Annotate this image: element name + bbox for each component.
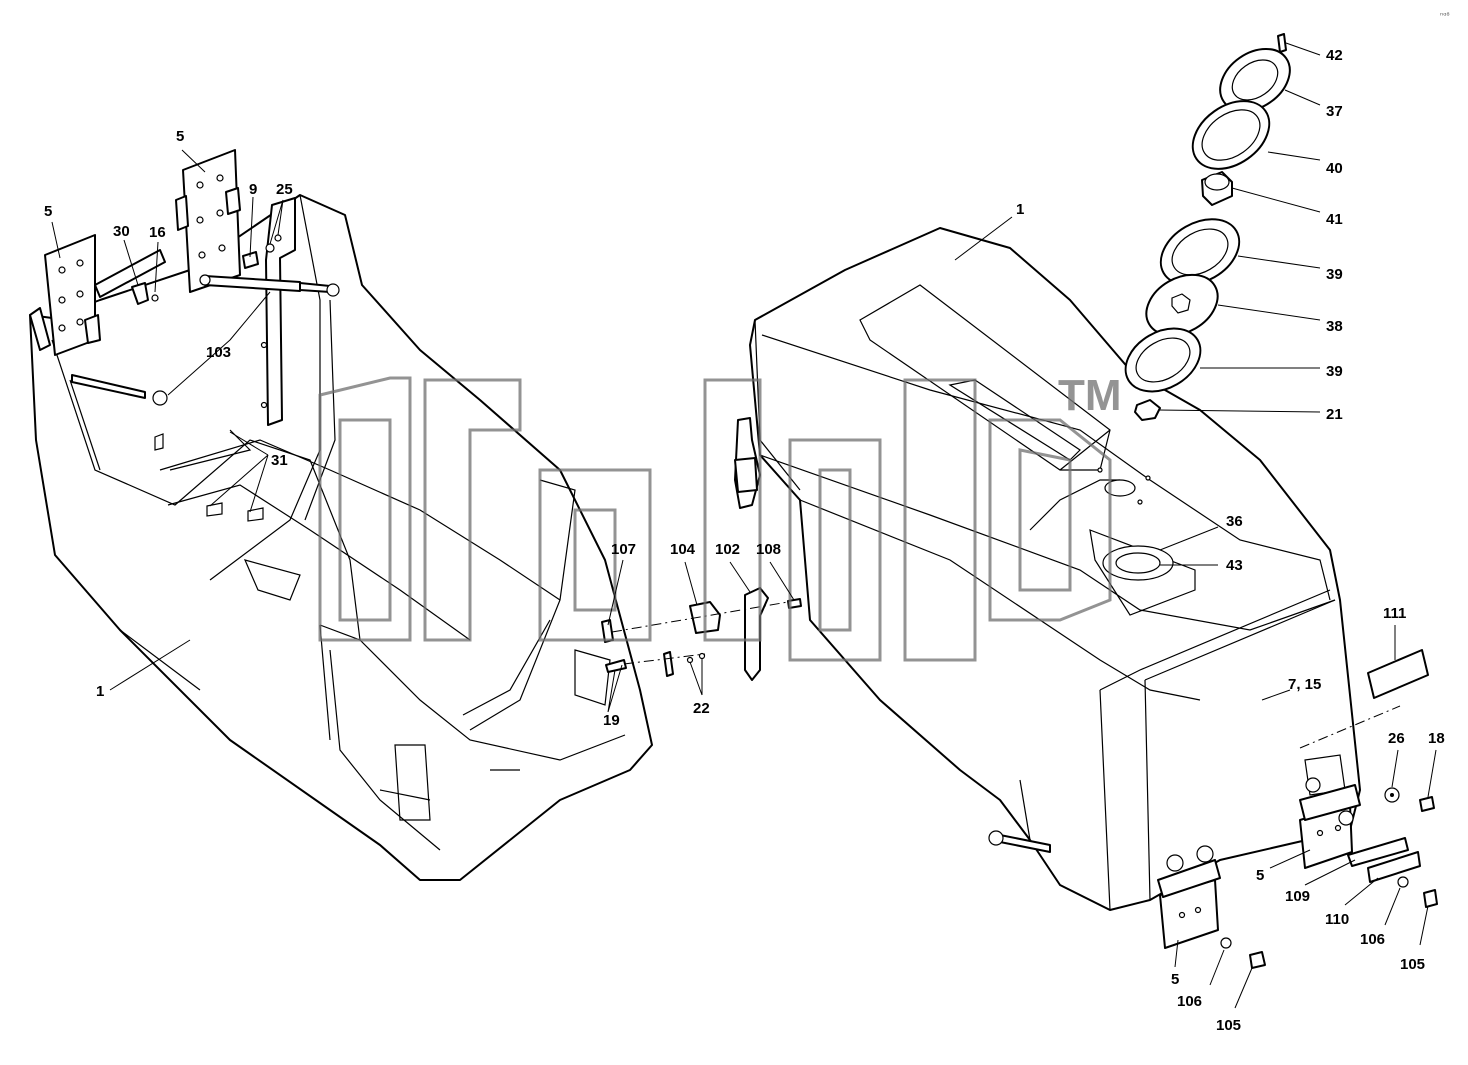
callout-30: 30 [113,223,130,240]
callout-22: 22 [693,700,710,717]
shim-110 [1367,851,1421,883]
washer-25 [265,243,275,253]
callout-26: 26 [1388,730,1405,747]
gas-strut-103 [71,274,340,406]
callout-43: 43 [1226,557,1243,574]
callout-21: 21 [1326,406,1343,423]
callout-5-left: 5 [44,203,52,220]
leader-lines [51,42,1437,1009]
callout-103: 103 [206,344,231,361]
callout-5-right-upper: 5 [1256,867,1264,884]
callout-5-left-center: 5 [176,128,184,145]
callout-31: 31 [271,452,288,469]
callout-110: 110 [1325,911,1349,928]
callout-109: 109 [1285,888,1310,905]
callout-9: 9 [249,181,257,198]
callout-106-lower: 106 [1177,993,1202,1010]
bolt-9 [242,251,259,269]
callout-39-upper: 39 [1326,266,1343,283]
filler-cap-stack [1124,33,1291,421]
callout-5-right-lower: 5 [1171,971,1179,988]
left-hinge-plate [29,234,101,356]
callout-105-right: 105 [1400,956,1425,973]
gasket-40 [1191,100,1271,170]
callout-7-15: 7, 15 [1288,676,1321,693]
trademark-label: TM [1058,371,1122,420]
callout-19: 19 [603,712,620,729]
callout-111: 111 [1383,605,1406,622]
callout-1-left: 1 [96,683,104,700]
callout-38: 38 [1326,318,1343,335]
callout-labels: 42 37 40 41 39 38 39 21 1 36 43 111 7, 1… [44,47,1445,1034]
bracket-30 [94,249,166,298]
right-hood-shell [749,227,1361,911]
right-lower-hinge [1157,845,1221,949]
callout-41: 41 [1326,211,1343,228]
callout-40: 40 [1326,160,1343,177]
callout-1-right: 1 [1016,201,1024,218]
callout-42: 42 [1326,47,1343,64]
right-strut [988,830,1051,853]
shim-111 [1367,649,1429,699]
corner-mark: ⁿᵅ⁸ [1440,11,1450,20]
callout-36: 36 [1226,513,1243,530]
center-hinge-plate [175,149,241,293]
callout-102: 102 [715,541,740,558]
callout-16: 16 [149,224,166,241]
callout-18: 18 [1428,730,1445,747]
watermark: TM [318,371,1122,662]
callout-107: 107 [611,541,636,558]
callout-25: 25 [276,181,293,198]
right-upper-hinge [1299,777,1361,869]
callout-106-right: 106 [1360,931,1385,948]
callout-37: 37 [1326,103,1343,120]
callout-105-lower: 105 [1216,1017,1241,1034]
callout-39-lower: 39 [1326,363,1343,380]
fasteners-right [1220,787,1438,969]
clip-16 [131,282,149,305]
callout-108: 108 [756,541,781,558]
nut-21 [1134,399,1161,421]
callout-104: 104 [670,541,696,558]
